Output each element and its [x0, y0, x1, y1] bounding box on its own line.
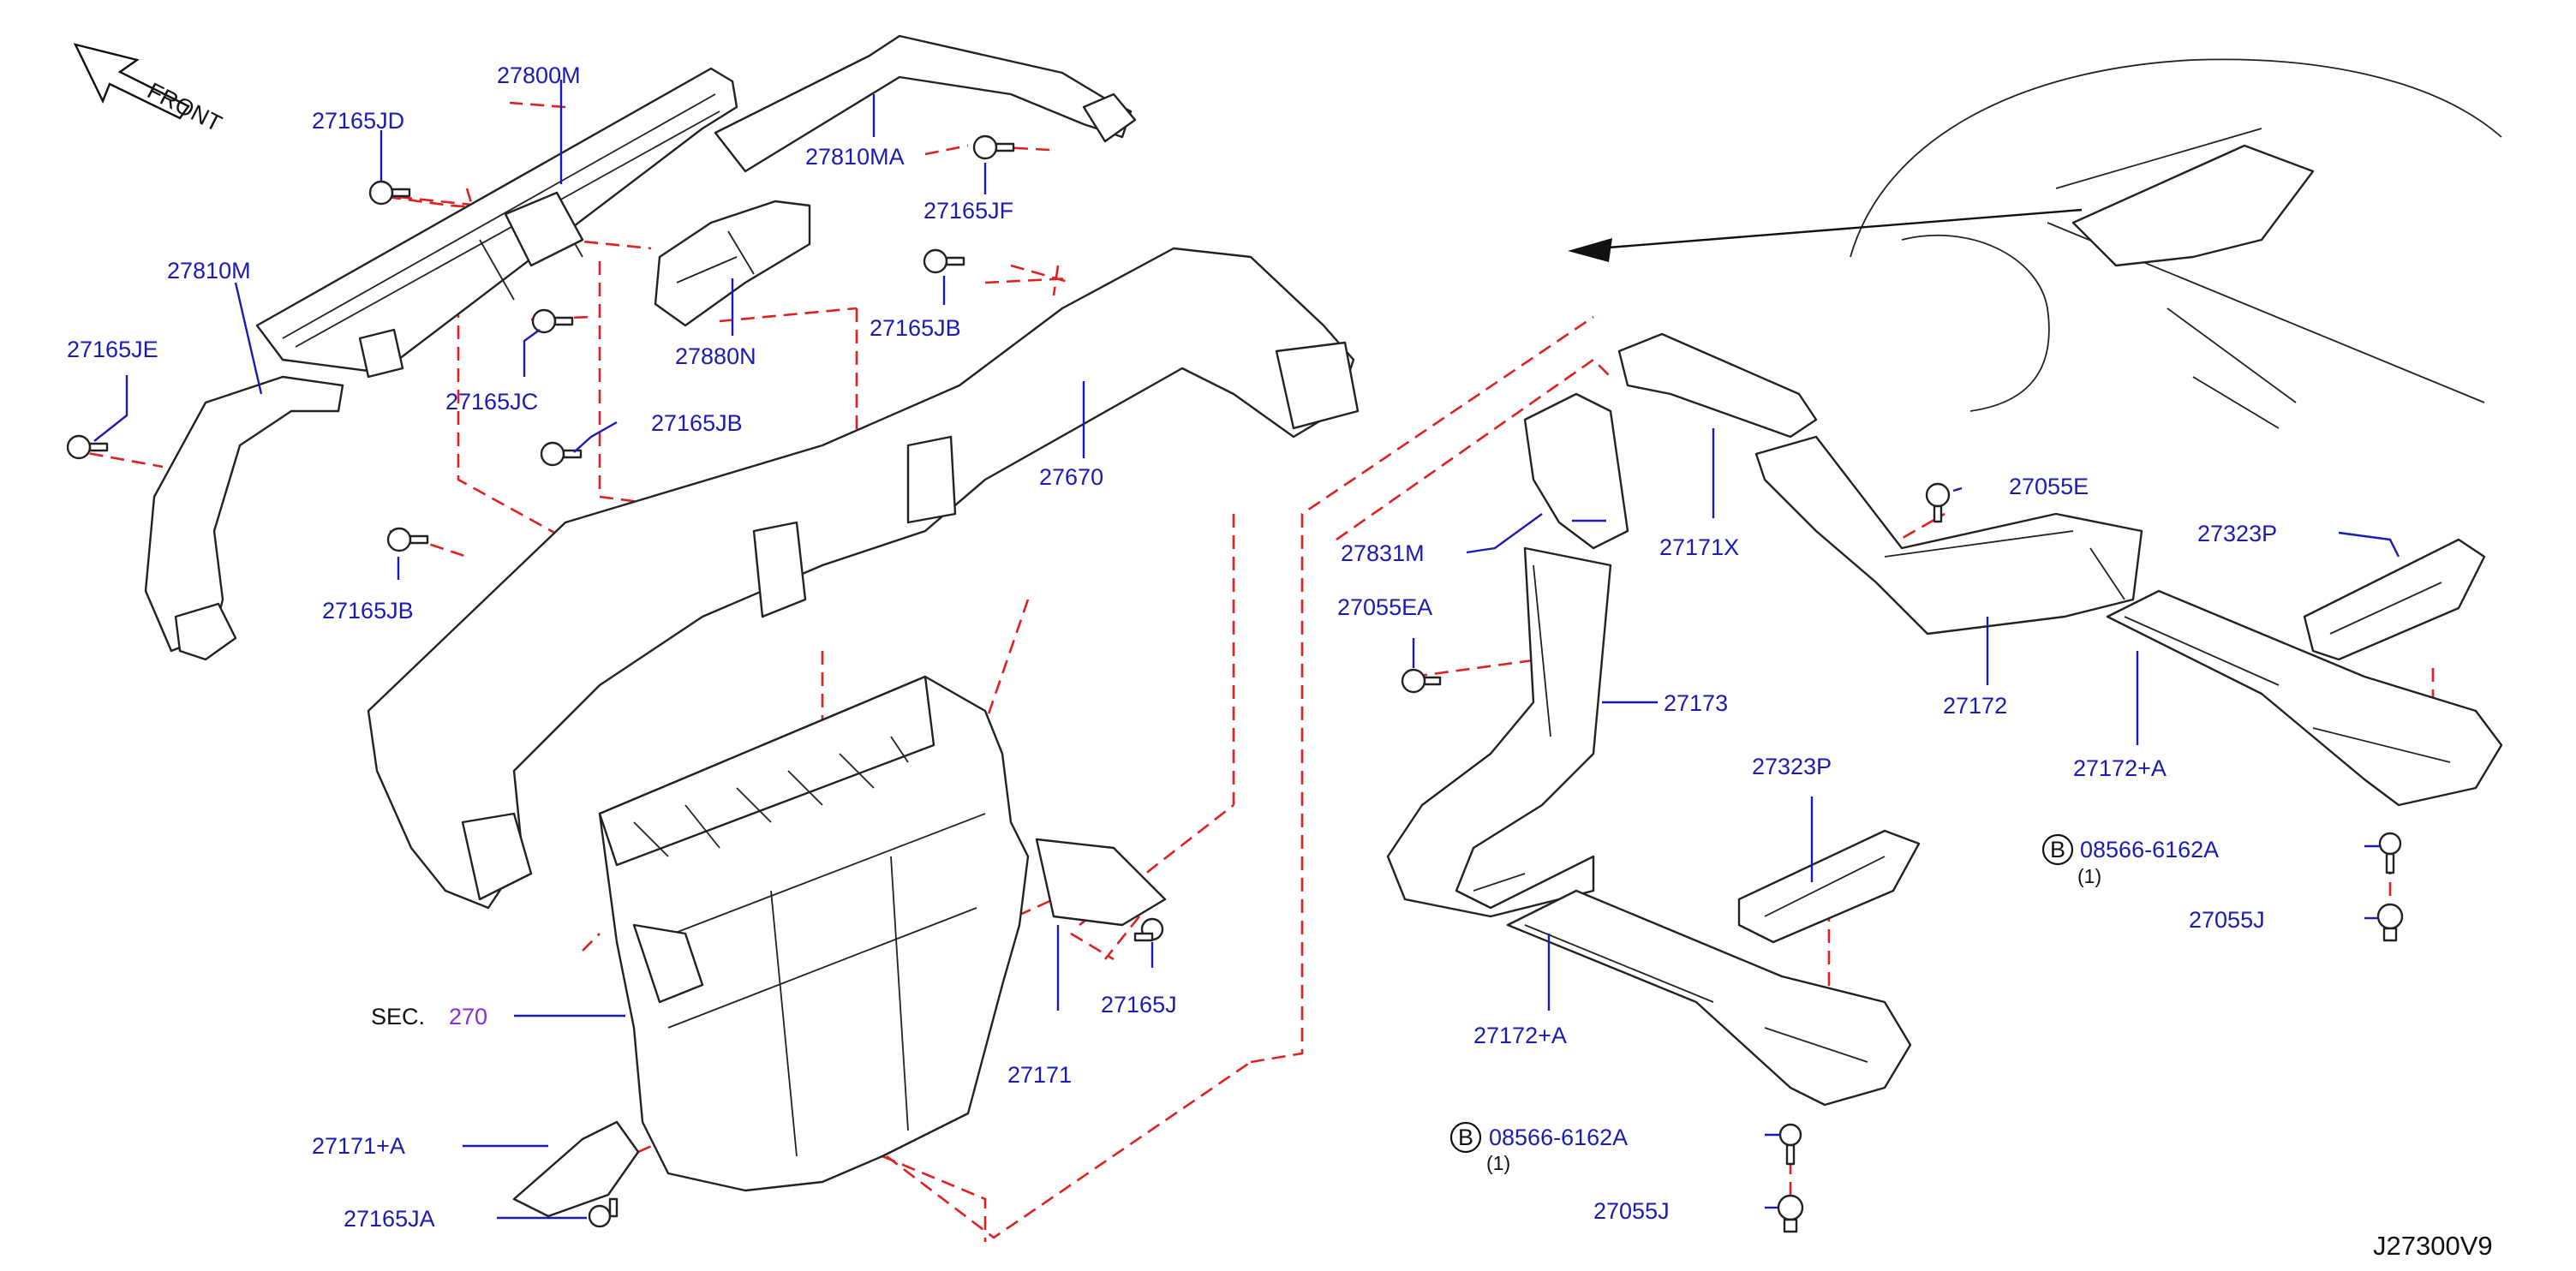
- label-sec-prefix: SEC.: [371, 1004, 425, 1029]
- duct-27171+A: [512, 1120, 640, 1218]
- label-27831M: 27831M: [1341, 540, 1425, 566]
- label-27670: 27670: [1039, 464, 1103, 490]
- bracket-27880N: [654, 200, 811, 327]
- bolt-08566-6162A-lower: [1778, 1123, 1802, 1166]
- label-27880N: 27880N: [675, 343, 756, 369]
- bolt-callout-lower: B 08566-6162A (1): [1449, 1121, 1628, 1174]
- vent-grille-27323P-right: [2303, 538, 2486, 661]
- label-27171: 27171: [1007, 1062, 1072, 1088]
- label-27165JB-upper: 27165JB: [870, 315, 961, 341]
- label-27055J-right: 27055J: [2189, 907, 2265, 933]
- front-arrow: [73, 43, 190, 120]
- screw-27165J: [1133, 917, 1164, 942]
- label-27323P-middle: 27323P: [1752, 754, 1832, 779]
- nut-27055J-right: [2376, 903, 2404, 942]
- nut-27055J-lower: [1777, 1194, 1804, 1233]
- label-27810M: 27810M: [167, 258, 251, 283]
- leader-lines: [93, 80, 2400, 1220]
- vent-grille-27323P-middle: [1737, 829, 1921, 944]
- label-27165JF: 27165JF: [923, 198, 1013, 224]
- label-27810MA: 27810MA: [805, 144, 905, 170]
- side-duct-27810M: [144, 375, 344, 661]
- clip-27055EA: [1401, 668, 1442, 694]
- label-27165JE: 27165JE: [67, 337, 158, 362]
- bolt-callout-right: B 08566-6162A (1): [2041, 833, 2219, 887]
- label-27171X: 27171X: [1659, 534, 1739, 560]
- label-27800M: 27800M: [497, 63, 581, 88]
- ventilator-duct-27800M: [255, 67, 738, 379]
- clip-27165JB-b: [540, 441, 583, 467]
- defroster-duct-27670: [367, 247, 1360, 910]
- label-27165JD: 27165JD: [312, 108, 404, 134]
- label-08566-6162A-right: 08566-6162A: [2080, 837, 2219, 862]
- clip-27165JD: [368, 180, 411, 206]
- label-27173: 27173: [1664, 690, 1728, 716]
- label-27055J-lower: 27055J: [1593, 1198, 1670, 1224]
- label-27172+A-lower: 27172+A: [1473, 1023, 1567, 1048]
- label-27165J: 27165J: [1101, 992, 1177, 1017]
- label-qty-right: (1): [2077, 865, 2101, 887]
- label-27165JC: 27165JC: [445, 389, 538, 415]
- label-sec-number: 270: [449, 1004, 487, 1029]
- vehicle-cutaway: [1850, 58, 2502, 429]
- bolt-08566-6162A-right: [2378, 832, 2402, 874]
- clip-27165JB-a: [923, 248, 965, 274]
- label-27165JA: 27165JA: [344, 1206, 435, 1232]
- label-27172+A-right: 27172+A: [2073, 755, 2167, 781]
- callout-marker-b-lower: B: [1458, 1125, 1473, 1150]
- label-27323P-right: 27323P: [2197, 521, 2277, 546]
- duct-27172+A-right: [2106, 589, 2503, 807]
- label-27165JB-middle: 27165JB: [651, 410, 743, 436]
- duct-27172: [1754, 435, 2143, 636]
- callout-marker-b-right: B: [2050, 837, 2065, 862]
- label-27172: 27172: [1943, 693, 2007, 719]
- duct-27171X: [1617, 332, 1818, 439]
- location-arrow: [1568, 208, 2083, 262]
- clip-27165JC: [531, 308, 574, 334]
- side-duct-27810MA: [714, 34, 1137, 173]
- label-qty-lower: (1): [1486, 1152, 1510, 1174]
- clip-27165JB-c: [386, 527, 429, 552]
- label-27055E: 27055E: [2009, 474, 2089, 499]
- label-08566-6162A-lower: 08566-6162A: [1489, 1125, 1628, 1150]
- heater-unit-sec-270: [598, 675, 1167, 1192]
- duct-27831M: [1523, 392, 1629, 550]
- duct-27172+A-lower: [1506, 889, 1912, 1107]
- label-27055EA: 27055EA: [1337, 594, 1432, 620]
- figure-code: J27300V9: [2373, 1231, 2493, 1261]
- screw-27165JA: [588, 1197, 619, 1228]
- clip-27055E: [1925, 482, 1951, 523]
- label-27171+A: 27171+A: [312, 1133, 405, 1159]
- label-27165JB-lower: 27165JB: [322, 598, 414, 624]
- clip-27165JE: [66, 434, 109, 460]
- duct-27173: [1386, 546, 1612, 918]
- clip-27165JF: [972, 134, 1015, 160]
